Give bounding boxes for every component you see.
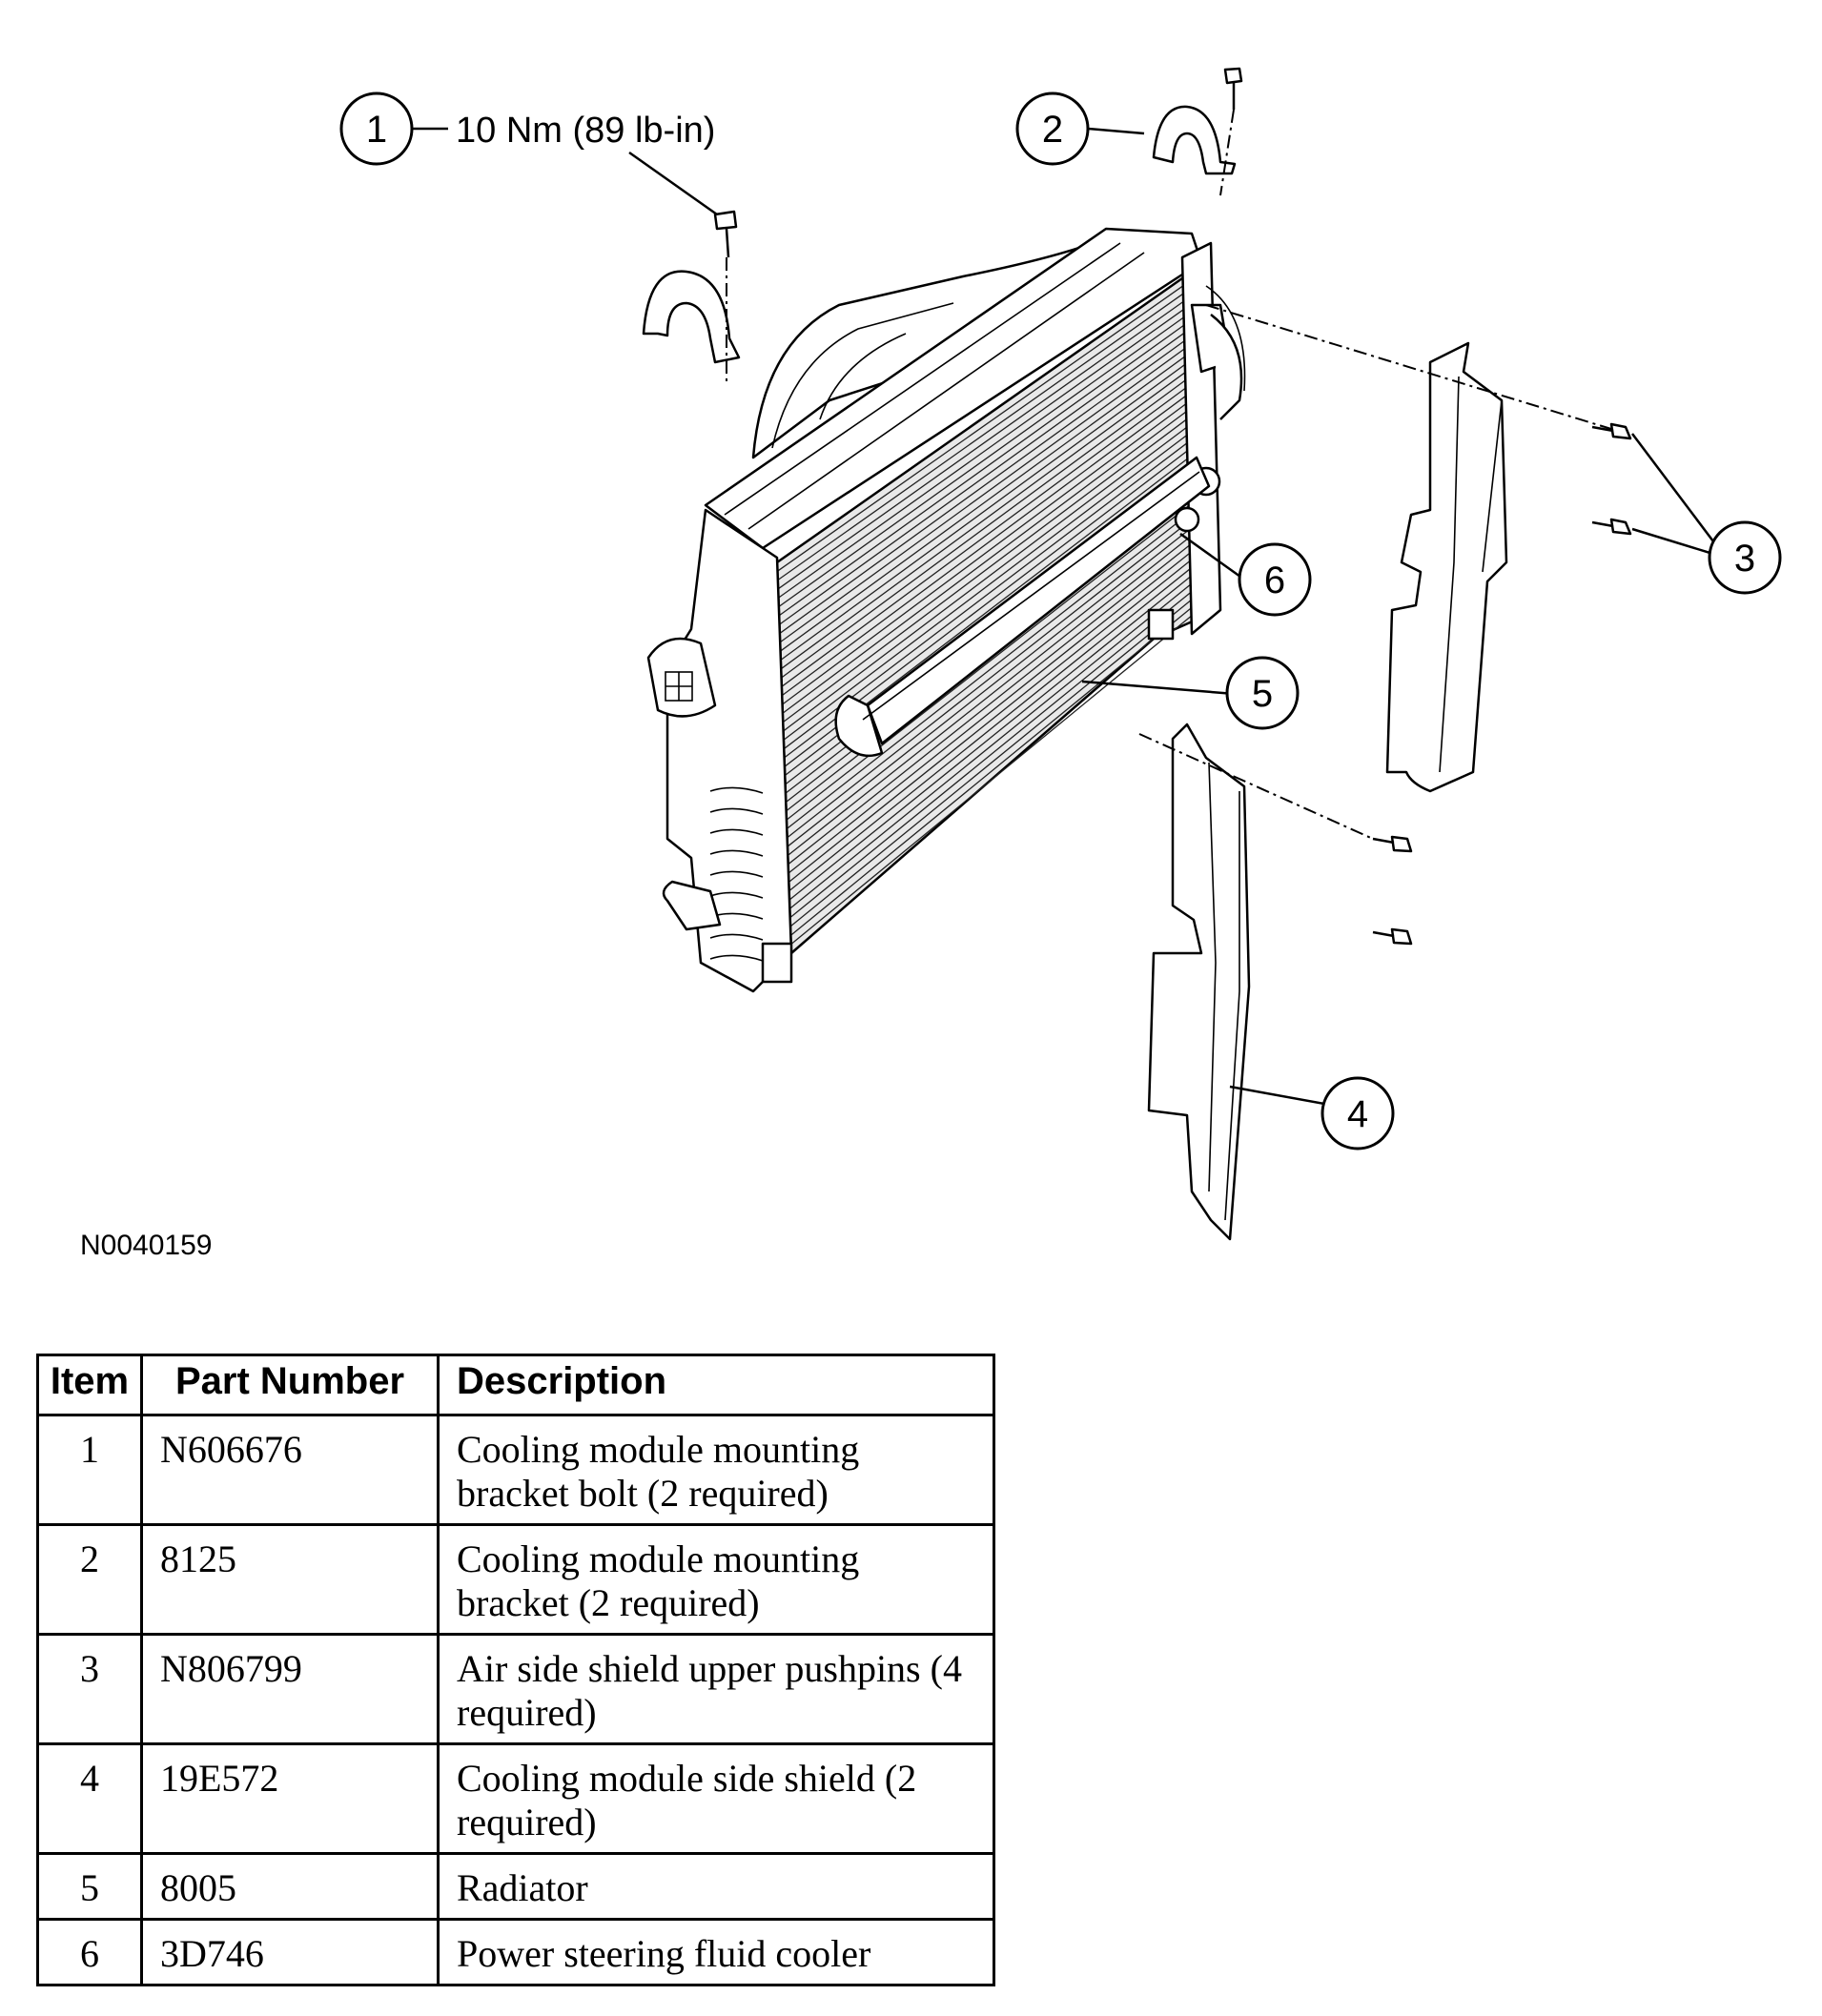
radiator-core-fins — [776, 278, 1198, 946]
pushpin-lower-2 — [1372, 927, 1413, 946]
callout-5: 5 — [1225, 656, 1300, 730]
figure-id: N0040159 — [80, 1230, 212, 1261]
torque-spec-label: 10 Nm (89 lb-in) — [456, 111, 715, 151]
table-row: 5 8005 Radiator — [36, 1852, 995, 1921]
cell-item: 2 — [36, 1523, 143, 1636]
cooler-tube — [834, 456, 1211, 758]
callout-6: 6 — [1238, 542, 1312, 617]
cell-description: Air side shield upper pushpins (4 requir… — [437, 1633, 995, 1745]
cell-item: 4 — [36, 1742, 143, 1855]
pushpin-upper-2 — [1591, 518, 1632, 536]
parts-table: Item Part Number Description 1 N606676 C… — [36, 1354, 995, 1986]
cell-part-number: 8125 — [140, 1523, 440, 1636]
callout-1: 1 — [339, 92, 414, 166]
header-part-number: Part Number — [140, 1354, 440, 1416]
cell-description: Cooling module mounting bracket (2 requi… — [437, 1523, 995, 1636]
table-row: 1 N606676 Cooling module mounting bracke… — [36, 1414, 995, 1526]
cell-description: Power steering fluid cooler — [437, 1918, 995, 1986]
svg-text:3: 3 — [1734, 538, 1755, 580]
table-row: 3 N806799 Air side shield upper pushpins… — [36, 1633, 995, 1745]
cell-item: 5 — [36, 1852, 143, 1921]
table-header-row: Item Part Number Description — [36, 1354, 995, 1416]
pushpin-lower-1 — [1372, 835, 1413, 853]
bracket-bolt-left — [713, 210, 738, 258]
cell-item: 1 — [36, 1414, 143, 1526]
callout-2: 2 — [1015, 92, 1090, 166]
header-description: Description — [437, 1354, 995, 1416]
cell-part-number: 8005 — [140, 1852, 440, 1921]
cell-description: Cooling module mounting bracket bolt (2 … — [437, 1414, 995, 1526]
svg-text:1: 1 — [366, 109, 387, 151]
table-row: 6 3D746 Power steering fluid cooler — [36, 1918, 995, 1986]
svg-text:2: 2 — [1042, 109, 1063, 151]
svg-text:5: 5 — [1252, 673, 1273, 715]
radiator-lower-outlet — [662, 880, 722, 931]
cell-part-number: N606676 — [140, 1414, 440, 1526]
callout-3: 3 — [1708, 520, 1782, 595]
bracket-bolt-right — [1223, 67, 1243, 110]
mounting-bracket-left — [642, 270, 741, 364]
callout-4: 4 — [1320, 1076, 1395, 1151]
upper-side-shield — [1385, 341, 1508, 793]
cell-part-number: N806799 — [140, 1633, 440, 1745]
table-row: 4 19E572 Cooling module side shield (2 r… — [36, 1742, 995, 1855]
header-item: Item — [36, 1354, 143, 1416]
svg-text:4: 4 — [1347, 1093, 1368, 1135]
cell-item: 3 — [36, 1633, 143, 1745]
exploded-view-diagram: 1 10 Nm (89 lb-in) 2 3 4 5 6 N0040159 — [80, 67, 1782, 1261]
svg-text:6: 6 — [1264, 560, 1285, 601]
table-row: 2 8125 Cooling module mounting bracket (… — [36, 1523, 995, 1636]
cell-part-number: 3D746 — [140, 1918, 440, 1986]
cell-description: Cooling module side shield (2 required) — [437, 1742, 995, 1855]
cooling-module-side-shield — [1147, 723, 1251, 1241]
cell-part-number: 19E572 — [140, 1742, 440, 1855]
pushpin-upper-1 — [1591, 422, 1632, 440]
cell-description: Radiator — [437, 1852, 995, 1921]
mounting-bracket-right — [1152, 105, 1237, 175]
radiator-assembly — [646, 227, 1222, 993]
cell-item: 6 — [36, 1918, 143, 1986]
